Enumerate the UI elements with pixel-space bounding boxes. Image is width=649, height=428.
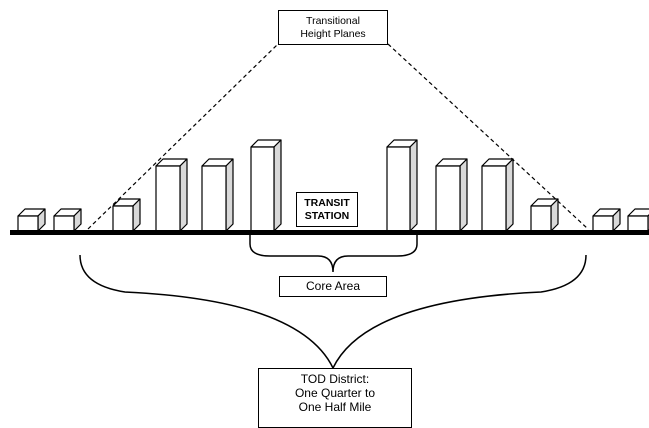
transitional-label-line-1: Transitional [306, 15, 360, 28]
building-4 [155, 158, 188, 232]
building-5 [201, 158, 234, 232]
transit-station-label: TRANSIT STATION [296, 192, 358, 227]
transit-station-line-2: STATION [304, 209, 350, 222]
building-8 [435, 158, 468, 232]
building-6 [250, 139, 282, 232]
building-7 [386, 139, 418, 232]
transitional-height-planes-label: Transitional Height Planes [278, 10, 388, 45]
right-height-plane [387, 43, 589, 230]
transitional-label-line-2: Height Planes [300, 27, 366, 40]
core-area-brace [249, 234, 418, 273]
ground-line [10, 230, 649, 235]
buildings [17, 139, 649, 232]
building-11 [592, 208, 621, 232]
building-1 [17, 208, 46, 232]
building-2 [53, 208, 82, 232]
tod-district-line-2: One Quarter to [294, 385, 376, 400]
tod-district-label: TOD District: One Quarter to One Half Mi… [258, 368, 412, 428]
building-9 [481, 158, 514, 232]
tod-district-line-1: TOD District: [300, 372, 370, 386]
left-height-plane [87, 43, 279, 230]
building-3 [112, 198, 141, 232]
transit-station-line-1: TRANSIT [304, 197, 350, 210]
core-area-label: Core Area [279, 276, 387, 297]
building-10 [530, 198, 559, 232]
core-area-text: Core Area [305, 278, 361, 293]
tod-district-line-3: One Half Mile [298, 399, 372, 414]
building-12 [627, 208, 649, 232]
